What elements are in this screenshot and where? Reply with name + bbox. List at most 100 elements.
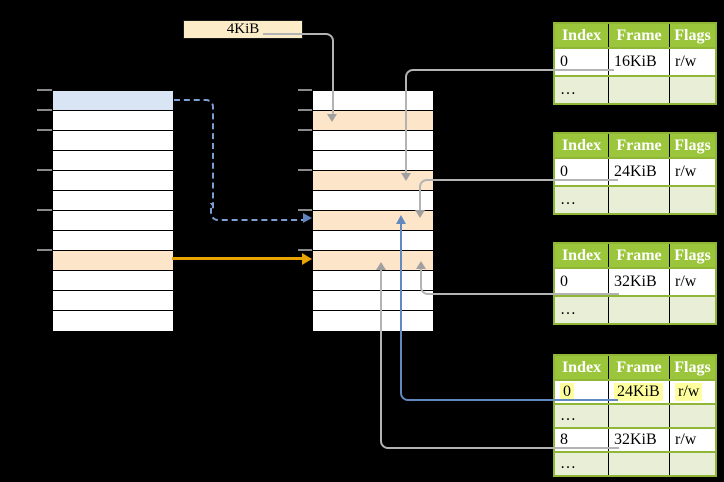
- index-cell: …: [555, 77, 609, 103]
- physical-frame-cell: [313, 191, 433, 211]
- virtual-page-cell: [53, 291, 173, 311]
- physical-frame-cell-used: [313, 171, 433, 191]
- column-header-index: Index: [555, 356, 609, 379]
- physical-frame-cell: [313, 91, 433, 111]
- virtual-page-cell: [53, 211, 173, 231]
- index-cell: 8: [555, 429, 609, 451]
- frame-cell: [609, 187, 670, 213]
- frame-cell: 24KiB: [609, 381, 670, 403]
- table-row: 8 32KiB r/w: [555, 429, 715, 453]
- highlighted-value: r/w: [675, 383, 703, 401]
- flags-cell: r/w: [670, 381, 715, 403]
- frame-size-label: 4KiB: [183, 20, 303, 39]
- table-row-ellipsis: …: [555, 187, 715, 213]
- frame-cell: [609, 297, 670, 323]
- table-header-row: Index Frame Flags: [555, 356, 715, 381]
- virtual-page-cell-mapped: [53, 251, 173, 271]
- physical-frame-cell: [313, 151, 433, 171]
- tick-mark: [37, 249, 52, 251]
- flags-cell: [670, 405, 715, 427]
- virtual-page-cell: [53, 111, 173, 131]
- tick-mark: [298, 129, 312, 131]
- table-row-ellipsis: …: [555, 77, 715, 103]
- virtual-memory-column: [52, 90, 174, 332]
- physical-frame-cell-used: [313, 211, 433, 231]
- tick-mark: [37, 169, 52, 171]
- index-cell: …: [555, 453, 609, 475]
- arrow-virtualpage0-to-frame24-seg2: [210, 203, 305, 221]
- table-header-row: Index Frame Flags: [555, 134, 715, 159]
- flags-cell: [670, 297, 715, 323]
- column-header-frame: Frame: [609, 356, 670, 379]
- index-cell: 0: [555, 269, 609, 295]
- tick-mark: [37, 209, 52, 211]
- tick-mark: [37, 109, 52, 111]
- index-cell: 0: [555, 381, 609, 403]
- frame-cell: 32KiB: [609, 269, 670, 295]
- frame-cell: [609, 77, 670, 103]
- virtual-page-cell: [53, 151, 173, 171]
- physical-frame-cell-used: [313, 251, 433, 271]
- physical-memory-column: [312, 90, 434, 332]
- table-row: 0 24KiB r/w: [555, 159, 715, 187]
- column-header-flags: Flags: [670, 24, 715, 47]
- physical-frame-cell: [313, 231, 433, 251]
- frame-cell: 32KiB: [609, 429, 670, 451]
- virtual-page-cell: [53, 271, 173, 291]
- frame-cell: [609, 405, 670, 427]
- frame-cell: 24KiB: [609, 159, 670, 185]
- page-table-16kib: Index Frame Flags 0 16KiB r/w …: [553, 22, 717, 105]
- flags-cell: [670, 453, 715, 475]
- table-row: 0 32KiB r/w: [555, 269, 715, 297]
- column-header-flags: Flags: [670, 244, 715, 267]
- column-header-index: Index: [555, 244, 609, 267]
- tick-mark: [298, 89, 312, 91]
- virtual-page-cell: [53, 171, 173, 191]
- active-page-table: Index Frame Flags 0 24KiB r/w … 8 32KiB …: [553, 354, 717, 477]
- highlighted-value: 0: [560, 383, 574, 401]
- table-row-highlighted: 0 24KiB r/w: [555, 381, 715, 405]
- virtual-page-cell: [53, 131, 173, 151]
- tick-mark: [298, 209, 312, 211]
- arrow-virtualpage8-to-frame32: [172, 257, 303, 260]
- physical-frame-cell: [313, 131, 433, 151]
- column-header-frame: Frame: [609, 244, 670, 267]
- physical-frame-cell-used: [313, 111, 433, 131]
- frame-size-label-text: 4KiB: [226, 21, 260, 37]
- flags-cell: r/w: [670, 269, 715, 295]
- column-header-index: Index: [555, 134, 609, 157]
- tick-mark: [37, 129, 52, 131]
- virtual-page-cell: [53, 311, 173, 331]
- column-header-flags: Flags: [670, 134, 715, 157]
- table-row-ellipsis: …: [555, 297, 715, 323]
- frame-cell: [609, 453, 670, 475]
- highlighted-value: 24KiB: [614, 383, 663, 401]
- page-table-24kib: Index Frame Flags 0 24KiB r/w …: [553, 132, 717, 215]
- table-row-ellipsis: …: [555, 405, 715, 429]
- tick-mark: [298, 169, 312, 171]
- tick-mark: [298, 109, 312, 111]
- tick-mark: [37, 89, 52, 91]
- arrowhead-right-icon: [302, 253, 312, 265]
- index-cell: 0: [555, 159, 609, 185]
- table-header-row: Index Frame Flags: [555, 24, 715, 49]
- virtual-page-cell: [53, 231, 173, 251]
- arrow-virtualpage0-to-frame24-seg1: [174, 99, 214, 211]
- flags-cell: r/w: [670, 49, 715, 75]
- flags-cell: [670, 77, 715, 103]
- column-header-index: Index: [555, 24, 609, 47]
- table-row-ellipsis: …: [555, 453, 715, 475]
- flags-cell: r/w: [670, 429, 715, 451]
- physical-frame-cell: [313, 291, 433, 311]
- index-cell: …: [555, 187, 609, 213]
- column-header-frame: Frame: [609, 24, 670, 47]
- index-cell: 0: [555, 49, 609, 75]
- page-table-32kib: Index Frame Flags 0 32KiB r/w …: [553, 242, 717, 325]
- table-header-row: Index Frame Flags: [555, 244, 715, 269]
- index-cell: …: [555, 297, 609, 323]
- flags-cell: [670, 187, 715, 213]
- column-header-flags: Flags: [670, 356, 715, 379]
- virtual-page-cell: [53, 191, 173, 211]
- physical-frame-cell: [313, 311, 433, 331]
